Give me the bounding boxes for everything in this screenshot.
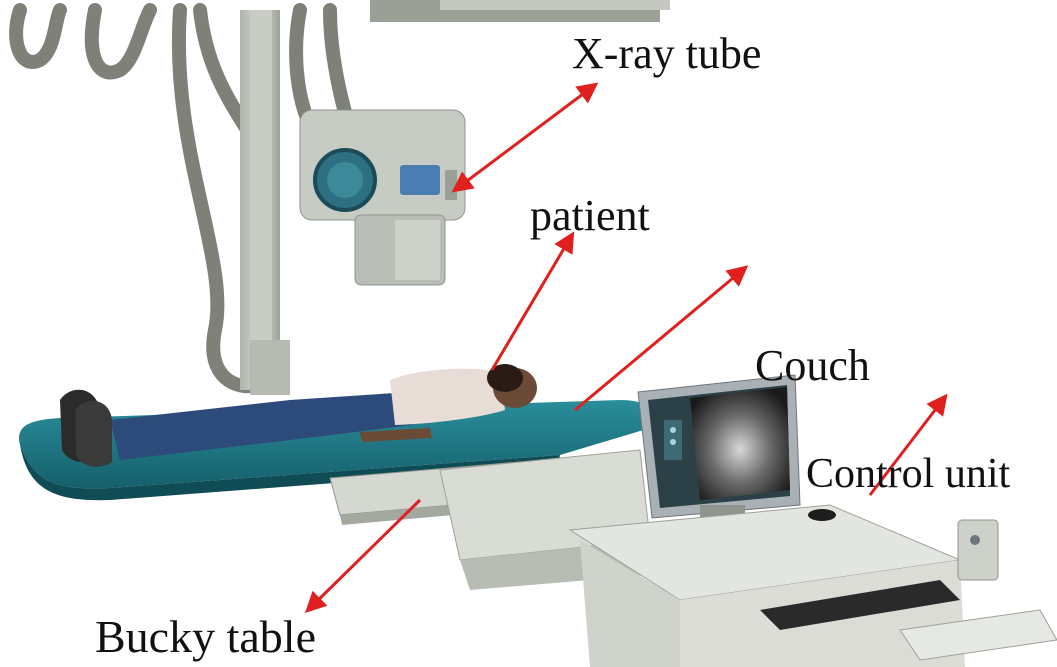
label-bucky-table: Bucky table <box>95 610 316 663</box>
control-monitor <box>638 375 800 530</box>
arrow-xray-tube <box>455 85 595 190</box>
xray-tube-housing <box>300 110 465 285</box>
control-desk <box>570 505 1057 667</box>
tube-column <box>240 10 290 395</box>
label-xray-tube: X-ray tube <box>572 28 761 79</box>
label-couch: Couch <box>755 340 870 391</box>
label-control-unit: Control unit <box>806 450 1010 498</box>
label-patient: patient <box>530 190 650 241</box>
arrow-patient <box>492 235 572 370</box>
